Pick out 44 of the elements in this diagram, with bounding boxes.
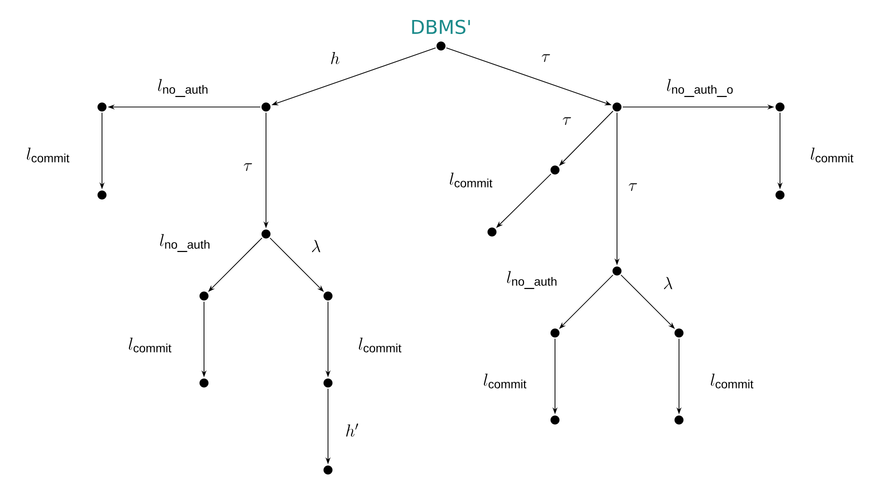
edge-label: $\lambda$ — [312, 240, 320, 252]
dot — [776, 190, 784, 200]
arrow — [208, 238, 262, 292]
edge-label: $\tau$ — [562, 117, 571, 125]
edge-label: $l_{\mathrm{no\_auth\_o}}$ — [667, 78, 733, 98]
dot — [98, 190, 106, 200]
dot — [550, 416, 560, 424]
dot — [262, 102, 270, 112]
edge-label: $\tau$ — [542, 54, 550, 62]
edge-label: $l_{\mathrm{commit}}$ — [710, 374, 754, 388]
edge-label: $l_{\mathrm{commit}}$ — [450, 172, 492, 188]
dot — [436, 42, 446, 50]
edge-label: $l_{\mathrm{commit}}$ — [358, 338, 402, 352]
dot — [200, 292, 208, 300]
edge-label: $l_{\mathrm{commit}}$ — [810, 148, 854, 162]
dot — [200, 378, 208, 388]
edge-label: $l_{\mathrm{commit}}$ — [26, 148, 70, 162]
edge-label: $l_{\mathrm{no\_auth}}$ — [160, 234, 210, 252]
dot — [674, 328, 684, 338]
dot — [262, 230, 270, 238]
dot — [612, 102, 622, 112]
dot — [550, 328, 560, 338]
edge-label: $\lambda$ — [664, 277, 672, 290]
node-label: DBMS' — [412, 20, 470, 34]
edge-label: $h$ — [331, 52, 340, 64]
arrow — [620, 274, 675, 329]
dot — [612, 266, 622, 276]
dot — [324, 292, 332, 300]
edge-label: $l_{\mathrm{no\_auth}}$ — [158, 78, 208, 98]
dot — [488, 228, 496, 236]
dot — [98, 102, 106, 112]
dot — [776, 102, 784, 112]
dot — [324, 466, 332, 474]
edge-label: $h'$ — [346, 423, 358, 437]
edge-label: $\tau$ — [244, 163, 252, 171]
dot — [324, 378, 332, 388]
edge-label: $l_{\mathrm{commit}}$ — [128, 338, 172, 352]
edge-label: $\tau$ — [628, 183, 637, 191]
dot — [674, 416, 684, 424]
arrow — [559, 274, 614, 329]
edge-label: $l_{\mathrm{no\_auth}}$ — [507, 270, 556, 289]
edge-label: $l_{\mathrm{commit}}$ — [484, 374, 526, 388]
dot — [550, 166, 560, 174]
arrow — [270, 238, 324, 292]
